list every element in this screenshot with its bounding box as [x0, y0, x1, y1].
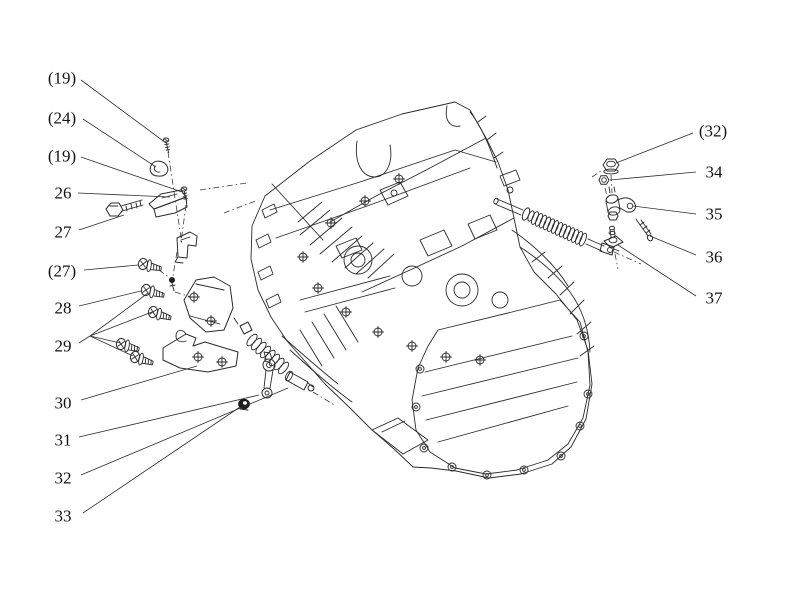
bolt-boss-icon — [312, 282, 324, 294]
ball-stud-icon — [603, 225, 624, 249]
leader-line-28 — [78, 290, 142, 307]
bolt-boss-icon — [440, 351, 452, 363]
callout-label-35: 35 — [706, 205, 723, 224]
small-nut-icon — [598, 175, 610, 185]
assembly-dash-lines — [158, 151, 642, 407]
bolt-boss-icon — [297, 251, 309, 263]
detached-parts-left — [105, 137, 315, 411]
leader-line-37 — [617, 244, 697, 297]
callout-label-33: 33 — [55, 507, 72, 526]
flange-bolt-icon — [139, 283, 166, 301]
callout-label-19b: (19) — [48, 147, 76, 166]
flange-bolt-icon — [146, 305, 173, 324]
callout-label-34: 34 — [706, 163, 724, 182]
mounting-bracket-icon — [162, 329, 239, 373]
callout-label-32p: (32) — [699, 122, 727, 141]
bracket-icon — [174, 231, 198, 264]
callout-label-30: 30 — [55, 394, 72, 413]
cable-spring-icon — [233, 317, 290, 375]
leader-line-30 — [80, 365, 198, 401]
leader-branch-29-1 — [89, 311, 153, 337]
bolt-boss-icon — [406, 340, 418, 352]
callout-label-24: (24) — [48, 109, 76, 128]
leader-line-27 — [78, 214, 125, 231]
callout-label-26: 26 — [55, 184, 72, 203]
leader-branch-29-2 — [89, 335, 121, 344]
selector-lever-icon — [261, 351, 276, 399]
flange-bolt-icon — [136, 257, 163, 274]
screw-icon — [162, 137, 170, 154]
leader-line-29 — [78, 335, 91, 344]
callout-label-37: 37 — [706, 289, 724, 308]
cable-end-icon — [284, 370, 315, 392]
leader-line-34 — [609, 171, 697, 181]
leader-line-33 — [82, 406, 241, 514]
callout-label-19a: (19) — [48, 69, 76, 88]
leader-line-19a — [80, 79, 167, 144]
callout-layer: (19) (24) (19) 26 27 (27) 28 29 30 31 32 33 (32) 34 35… — [48, 69, 727, 526]
pin-bolt-icon — [635, 218, 654, 242]
mounting-bracket-icon — [183, 276, 234, 333]
callout-label-32: 32 — [55, 469, 72, 488]
stud-screw-icon — [168, 276, 176, 292]
callout-label-27: 27 — [55, 223, 73, 242]
bolt-boss-icon — [372, 326, 384, 338]
leader-line-36 — [649, 235, 697, 256]
bolt-boss-icon — [474, 354, 486, 366]
leader-line-19b — [80, 156, 183, 193]
leader-line-35 — [632, 205, 697, 215]
callout-label-31: 31 — [55, 431, 72, 450]
leader-branch-29-3 — [89, 335, 134, 357]
callout-label-28: 28 — [55, 299, 72, 318]
callout-label-29: 29 — [55, 337, 72, 356]
leader-line-24 — [82, 118, 157, 168]
callout-label-36: 36 — [706, 248, 723, 267]
callout-label-27p: (27) — [48, 262, 76, 281]
leader-line-31 — [78, 394, 260, 438]
transaxle-housing — [250, 101, 595, 480]
flange-bolt-icon — [128, 350, 155, 369]
shift-lever-icon — [605, 186, 636, 221]
bolt-boss-icon — [393, 173, 405, 185]
leader-line-27p — [83, 264, 139, 271]
clip-icon — [149, 160, 169, 177]
leader-line-32p — [615, 132, 694, 164]
hex-nut-icon — [602, 158, 620, 175]
leader-line-26 — [77, 192, 171, 198]
leader-branch-29-0 — [89, 292, 149, 337]
hex-bolt-icon — [105, 199, 144, 217]
leader-line-32 — [80, 387, 289, 476]
detached-parts-right — [493, 158, 654, 256]
shift-rod-spring-icon — [493, 197, 620, 256]
bracket-icon — [148, 189, 188, 218]
